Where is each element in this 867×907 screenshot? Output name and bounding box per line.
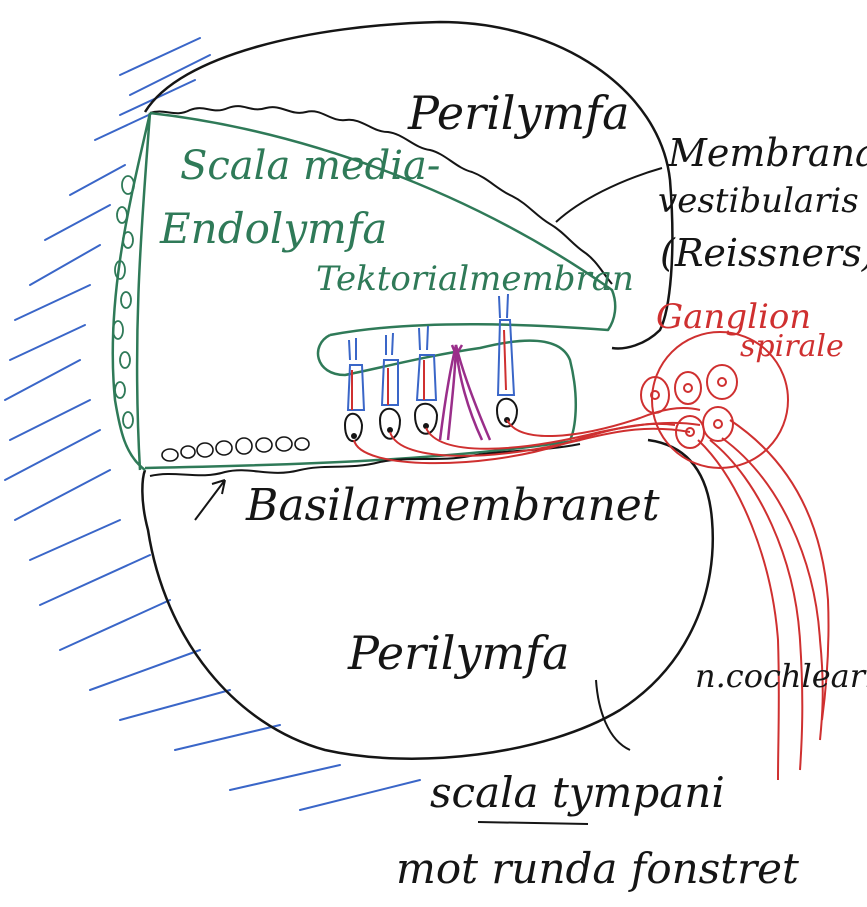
label-scala-tympani: scala tympani <box>430 772 725 814</box>
label-endolymfa: Endolymfa <box>160 208 387 250</box>
pillar-cells <box>440 345 490 440</box>
basilar-cells <box>162 437 309 461</box>
label-tektorialmembran: Tektorialmembran <box>316 262 634 296</box>
label-scala-media: Scala media- <box>180 146 440 186</box>
leader-membrana <box>556 168 662 222</box>
label-perilymfa-top: Perilymfa <box>408 90 630 136</box>
label-basilarmembranet: Basilarmembranet <box>246 484 660 528</box>
label-vestibularis: vestibularis <box>658 184 859 218</box>
stria-vascularis <box>113 113 150 470</box>
label-reissners: (Reissners) <box>660 234 867 272</box>
label-perilymfa-bottom: Perilymfa <box>348 630 570 676</box>
label-spirale: spirale <box>740 332 844 362</box>
label-membrana: Membrana <box>668 134 867 172</box>
label-mot-runda-fonstret: mot runda fonstret <box>396 848 799 890</box>
basilar-arrow <box>195 480 225 520</box>
underline-tympani <box>478 822 588 824</box>
label-n-cochlearis: n.cochlearis <box>695 660 867 692</box>
hair-cells <box>345 294 517 441</box>
